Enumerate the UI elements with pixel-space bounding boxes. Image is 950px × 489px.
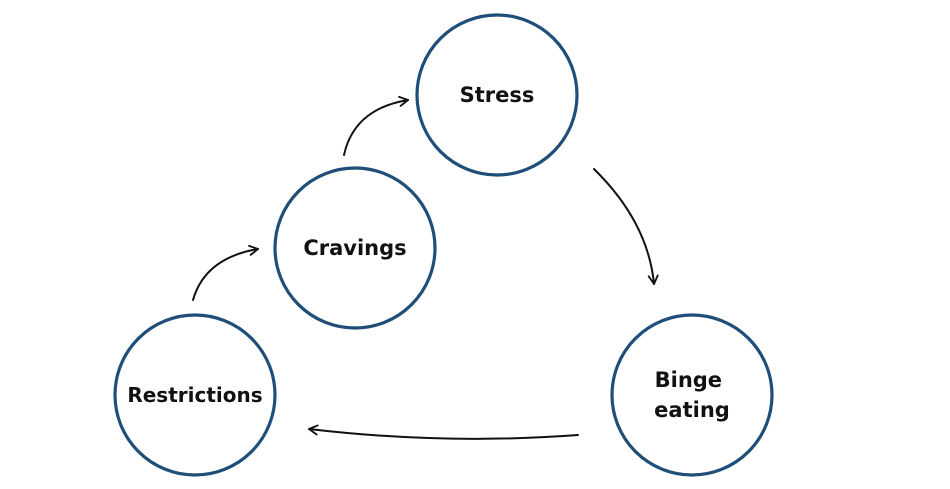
svg-text:Binge eating: Binge eating bbox=[654, 368, 730, 422]
arrow-binge-eating-to-restrictions bbox=[308, 424, 579, 440]
node-stress: Stress bbox=[415, 13, 579, 177]
arrow-stress-to-binge-eating bbox=[593, 168, 659, 285]
node-restrictions: Restrictions bbox=[113, 313, 277, 477]
node-binge-eating-label-line1: Binge bbox=[655, 368, 722, 392]
node-binge-eating: Binge eating bbox=[610, 313, 774, 477]
svg-text:Restrictions: Restrictions bbox=[127, 383, 262, 407]
svg-text:Cravings: Cravings bbox=[303, 236, 406, 260]
node-cravings-label: Cravings bbox=[303, 236, 406, 260]
node-binge-eating-label-line2: eating bbox=[654, 398, 730, 422]
node-restrictions-label: Restrictions bbox=[127, 383, 262, 407]
svg-text:Stress: Stress bbox=[460, 83, 535, 107]
node-cravings: Cravings bbox=[273, 166, 437, 330]
node-stress-label: Stress bbox=[460, 83, 535, 107]
arrow-cravings-to-stress bbox=[343, 95, 409, 156]
arrow-restrictions-to-cravings bbox=[192, 244, 259, 301]
